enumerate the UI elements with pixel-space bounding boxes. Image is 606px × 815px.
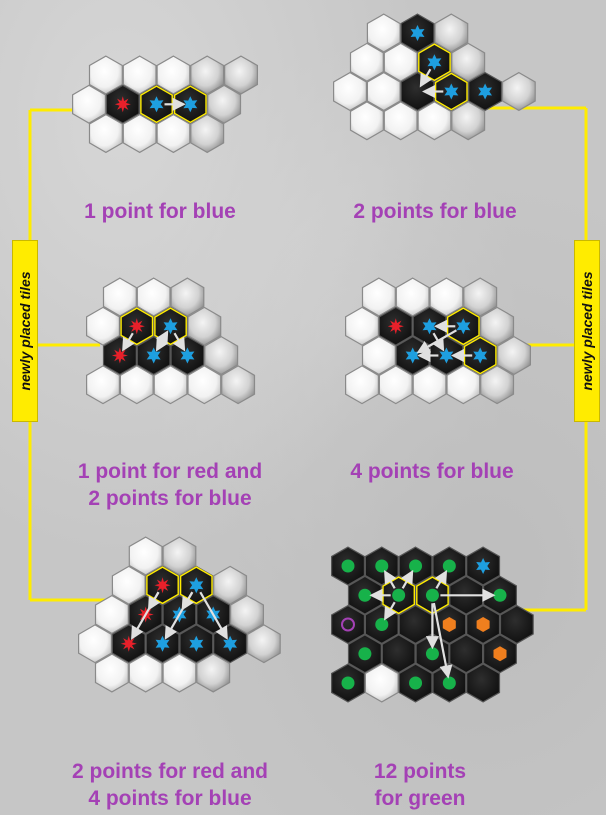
right-newly-placed-label: newly placed tiles	[574, 240, 600, 422]
caption-line: 1 point for blue	[40, 198, 280, 225]
white-tile	[503, 73, 536, 111]
caption-line: 2 points for blue	[40, 485, 300, 512]
board-1	[73, 56, 258, 152]
green-circle-icon	[409, 560, 422, 573]
caption-bottom-right: 12 points for green	[330, 758, 510, 812]
caption-mid-right: 4 points for blue	[312, 458, 552, 485]
green-circle-icon	[358, 589, 371, 602]
caption-mid-left: 1 point for red and 2 points for blue	[40, 458, 300, 512]
green-circle-icon	[342, 560, 355, 573]
green-circle-icon	[443, 560, 456, 573]
green-circle-icon	[426, 589, 439, 602]
caption-line: 4 points for blue	[312, 458, 552, 485]
caption-line: 2 points for red and	[40, 758, 300, 785]
board-5	[79, 537, 281, 692]
caption-bottom-left: 2 points for red and 4 points for blue	[40, 758, 300, 812]
boards	[73, 14, 536, 702]
green-circle-icon	[342, 677, 355, 690]
board-6	[332, 547, 534, 702]
right-label-text: newly placed tiles	[579, 271, 595, 390]
green-circle-icon	[358, 647, 371, 660]
caption-line: 1 point for red and	[40, 458, 300, 485]
caption-line: for green	[330, 785, 510, 812]
caption-line: 2 points for blue	[315, 198, 555, 225]
green-circle-icon	[426, 647, 439, 660]
caption-line: 12 points	[330, 758, 510, 785]
board-3	[87, 278, 255, 404]
green-circle-icon	[443, 677, 456, 690]
left-newly-placed-label: newly placed tiles	[12, 240, 38, 422]
green-circle-icon	[392, 589, 405, 602]
caption-line: 4 points for blue	[40, 785, 300, 812]
caption-top-left: 1 point for blue	[40, 198, 280, 225]
caption-top-right: 2 points for blue	[315, 198, 555, 225]
board-4	[346, 278, 531, 404]
green-circle-icon	[493, 589, 506, 602]
green-circle-icon	[375, 560, 388, 573]
board-2	[334, 14, 536, 140]
green-circle-icon	[375, 618, 388, 631]
green-circle-icon	[409, 677, 422, 690]
left-label-text: newly placed tiles	[17, 271, 33, 390]
